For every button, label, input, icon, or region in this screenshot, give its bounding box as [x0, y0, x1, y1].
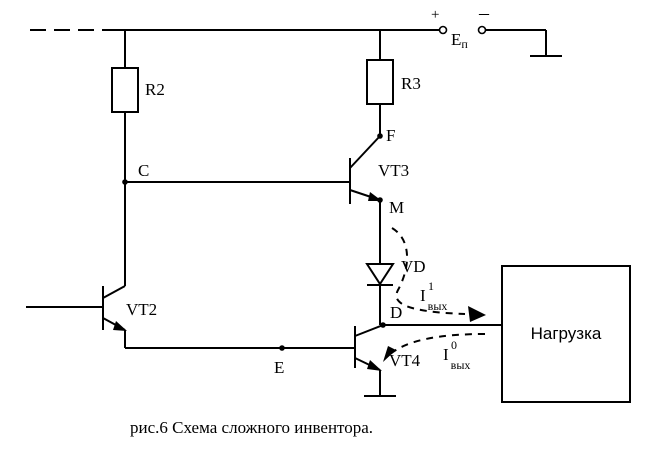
vt3-label: VT3 [378, 161, 409, 180]
current-label-i1-main: I [420, 286, 426, 305]
source-label-sub: п [461, 37, 468, 51]
current-label-i1-sub: вых [428, 299, 448, 313]
vd-label: VD [401, 257, 426, 276]
source-label: Eп [451, 30, 468, 51]
vt2-emitter-arrow [113, 321, 127, 331]
load-label: Нагрузка [531, 324, 602, 343]
node-e-label: E [274, 358, 284, 377]
current-label-i0-main: I [443, 345, 449, 364]
source-label-main: E [451, 30, 461, 49]
current-arrow-i1 [468, 306, 486, 322]
load-box [501, 265, 631, 403]
vt4-emitter-arrow [367, 360, 382, 371]
vt2-label: VT2 [126, 300, 157, 319]
vt4-label: VT4 [389, 351, 421, 370]
r2-label: R2 [145, 80, 165, 99]
vt4-collector [354, 324, 384, 337]
current-path-i1 [391, 227, 466, 315]
supply-terminal-plus [438, 25, 448, 35]
node-m-label: M [389, 198, 404, 217]
vt3-collector [349, 135, 381, 169]
figure-caption: рис.6 Схема сложного инвентора. [130, 418, 373, 437]
current-label-i1: Iвых [420, 286, 447, 313]
resistor-r3 [366, 59, 394, 105]
minus-sign: – [478, 2, 490, 24]
current-label-i1-sup: 1 [428, 279, 434, 293]
node-c-label: C [138, 161, 149, 180]
r3-label: R3 [401, 74, 421, 93]
current-arrow-i0 [383, 346, 396, 362]
current-label-i0: Iвых [443, 345, 470, 372]
supply-terminal-minus [477, 25, 487, 35]
plus-sign: + [431, 7, 439, 23]
node-d-label: D [390, 303, 402, 322]
current-label-i0-sub: вых [451, 358, 471, 372]
node-e-dot [279, 345, 285, 351]
diode-vd [365, 263, 395, 286]
node-f-label: F [386, 126, 395, 145]
vt2-collector [102, 285, 126, 299]
current-label-i0-sup: 0 [451, 338, 457, 352]
resistor-r2 [111, 67, 139, 113]
